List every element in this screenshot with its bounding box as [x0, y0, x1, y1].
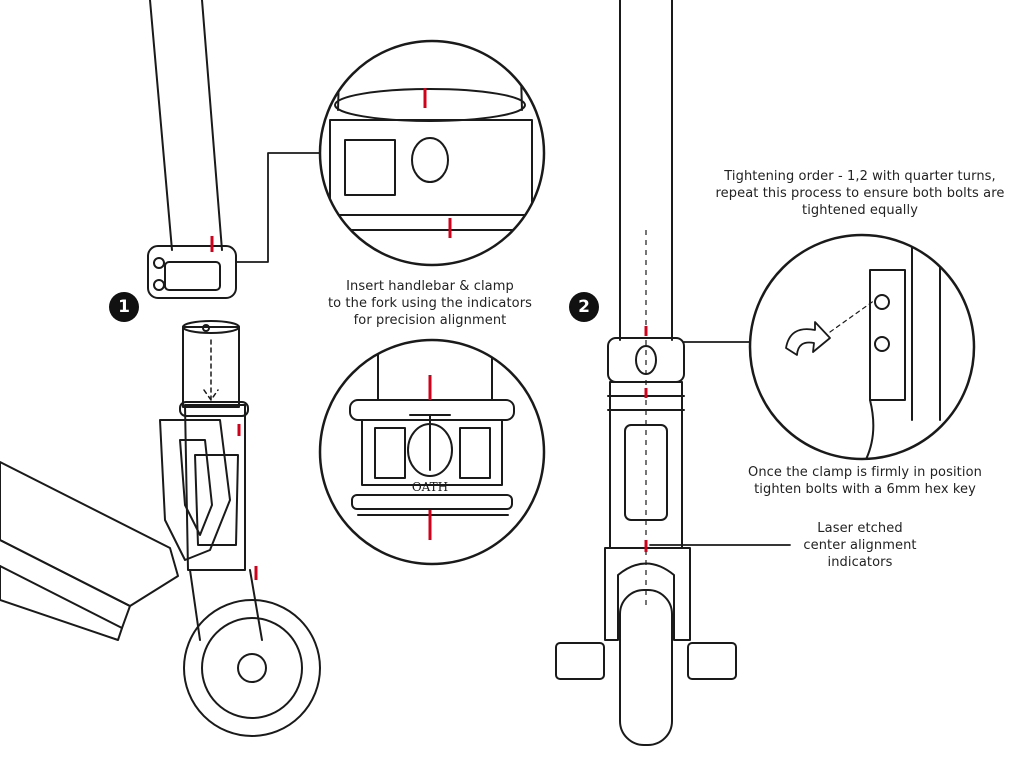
detail-right-neck [859, 399, 875, 459]
front-wheel [619, 589, 673, 746]
caption-laser-line-2: center alignment [803, 538, 917, 553]
caption-insert-line-2: to the fork using the indicators [327, 296, 533, 311]
front-peg-right [687, 642, 737, 680]
detail-top-ring [334, 88, 526, 122]
headtube-window [194, 454, 239, 546]
quarter-turn-arrow-icon [785, 321, 831, 356]
caption-tightening-line-3: tightened equally [802, 203, 918, 218]
step-1-badge: 1 [109, 292, 139, 322]
deck-bottom [0, 565, 123, 641]
neck [159, 419, 231, 561]
detail-circle-top [318, 39, 546, 267]
bolt-guide-line [829, 299, 876, 333]
red-indicators [210, 88, 648, 580]
caption-clamp: Once the clamp is firmly in position tig… [720, 464, 1010, 498]
detail-right-bolt-1 [874, 294, 890, 310]
caption-laser: Laser etched center alignment indicators [790, 520, 930, 571]
caption-laser-line-1: Laser etched [817, 521, 903, 536]
detail-right-clamp [869, 269, 906, 401]
callout-line-top [235, 152, 321, 263]
fork-bolt [202, 324, 210, 332]
insert-arrow [203, 339, 219, 401]
fork-tube [182, 326, 240, 408]
fork-tube-top [182, 320, 240, 334]
detail-circle-right [748, 233, 976, 461]
deck-side [0, 539, 131, 629]
detail-top-clamp [329, 119, 533, 231]
neck-cutout [179, 439, 213, 536]
detail-mid-clamp [361, 419, 503, 486]
detail-top-logo [411, 137, 449, 183]
detail-mid-brand-text: OATH [412, 480, 448, 494]
detail-mid-cap [349, 399, 515, 421]
wheel-hub [201, 617, 303, 719]
clamp-bolt-1 [153, 257, 165, 269]
clamp-bolt-2 [153, 279, 165, 291]
detail-top-tube [337, 41, 523, 111]
detail-mid-window-l [374, 427, 406, 479]
caption-clamp-line-2: tighten bolts with a 6mm hex key [754, 482, 976, 497]
caption-insert-line-3: for precision alignment [353, 313, 507, 328]
detail-mid-window-r [459, 427, 491, 479]
detail-mid-lower [357, 514, 509, 564]
front-peg-left [555, 642, 605, 680]
front-handlebar-tube [619, 0, 673, 341]
front-fork [604, 547, 691, 641]
clamp-body [147, 245, 237, 299]
wheel-axle [237, 653, 267, 683]
detail-right-bolt-2 [874, 336, 890, 352]
caption-tightening-line-1: Tightening order - 1,2 with quarter turn… [724, 169, 996, 184]
detail-top-window [344, 139, 396, 196]
step-2-badge: 2 [569, 292, 599, 322]
caption-tightening-line-2: repeat this process to ensure both bolts… [715, 186, 1005, 201]
headtube-cap [179, 401, 249, 417]
detail-mid-ring-1 [351, 494, 513, 510]
clamp-window [164, 261, 221, 291]
caption-tightening: Tightening order - 1,2 with quarter turn… [700, 168, 1020, 219]
caption-insert: Insert handlebar & clamp to the fork usi… [300, 278, 560, 329]
detail-right-tube [911, 235, 941, 421]
caption-clamp-line-1: Once the clamp is firmly in position [748, 465, 982, 480]
wheel-outer [183, 599, 321, 737]
detail-circle-mid [318, 338, 546, 566]
deck-top [0, 461, 179, 607]
caption-insert-line-1: Insert handlebar & clamp [346, 279, 514, 294]
handlebar-tube [149, 0, 223, 251]
left-scooter [0, 0, 321, 737]
headtube [184, 404, 246, 571]
fork-legs [189, 569, 263, 641]
detail-mid-logo-bar [409, 414, 451, 471]
caption-laser-line-3: indicators [827, 555, 893, 570]
